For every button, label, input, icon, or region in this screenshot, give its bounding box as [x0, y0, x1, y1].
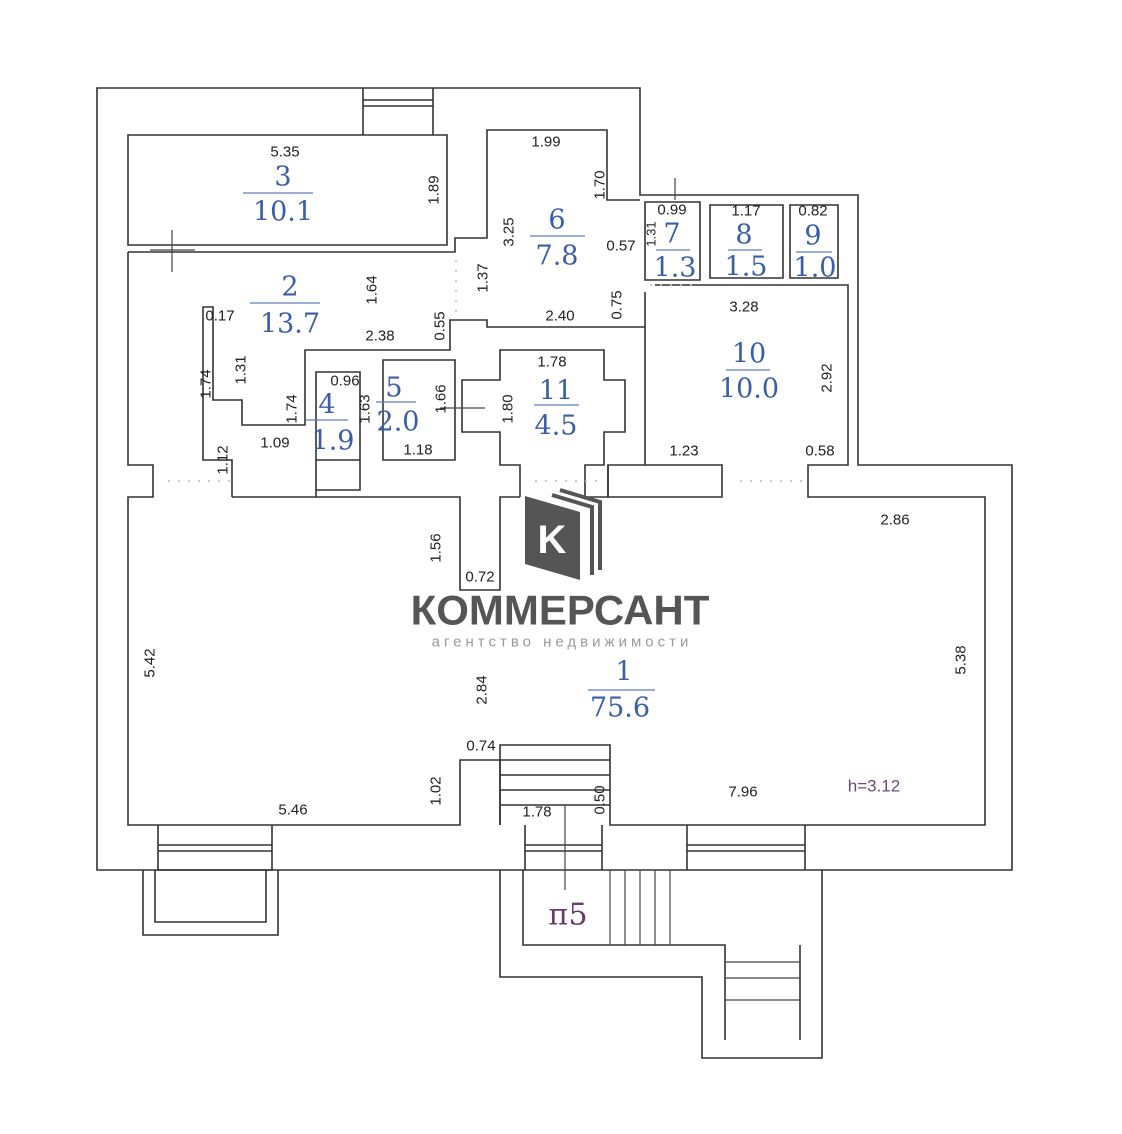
dimension-label: 1.66 — [433, 384, 450, 413]
dimension-label: 0.75 — [609, 290, 626, 319]
dimension-label: 1.31 — [233, 355, 250, 384]
svg-text:9: 9 — [804, 221, 821, 252]
dimension-label: 2.92 — [819, 363, 836, 392]
dimension-label: 1.02 — [428, 776, 445, 805]
room-9-label: 91.0 — [794, 221, 837, 284]
dimension-label: 2.86 — [880, 512, 909, 529]
dimension-label: 0.99 — [657, 202, 686, 219]
svg-text:4: 4 — [318, 390, 335, 421]
dimension-label: 1.63 — [357, 394, 374, 423]
room-8-label: 81.5 — [725, 220, 768, 283]
room-6-label: 67.8 — [530, 205, 585, 272]
stairwell-label: п5 — [548, 898, 587, 933]
dimension-label: 1.31 — [644, 221, 659, 246]
dimension-label: 1.99 — [531, 134, 560, 151]
svg-text:1.9: 1.9 — [312, 426, 355, 457]
svg-text:10.1: 10.1 — [253, 197, 313, 228]
svg-text:4.5: 4.5 — [535, 411, 578, 442]
logo-name: КОММЕРСАНТ — [411, 587, 710, 634]
dimension-label: 1.56 — [428, 533, 445, 562]
svg-text:2: 2 — [281, 272, 298, 303]
room-2-label: 213.7 — [250, 272, 320, 340]
dimension-label: 1.23 — [669, 443, 698, 460]
dimension-label: 1.74 — [284, 394, 301, 423]
dimension-label: 7.96 — [728, 784, 757, 801]
svg-text:K: K — [538, 518, 567, 562]
dimension-label: 0.74 — [466, 738, 495, 755]
dimension-label: 1.12 — [215, 445, 232, 474]
dimension-label: 5.35 — [270, 144, 299, 161]
dimension-label: 0.82 — [798, 203, 827, 220]
svg-text:10: 10 — [732, 339, 766, 370]
dimension-label: 3.28 — [729, 299, 758, 316]
dimension-label: 1.80 — [500, 394, 517, 423]
svg-text:11: 11 — [539, 376, 573, 407]
svg-text:8: 8 — [735, 220, 752, 251]
room-7-label: 71.3 — [654, 219, 697, 284]
dimension-label: 0.57 — [606, 238, 635, 255]
dimension-label: 0.50 — [592, 785, 609, 814]
room-4-label: 41.9 — [306, 390, 354, 457]
svg-text:1.0: 1.0 — [794, 253, 837, 284]
logo-tagline: агентство недвижимости — [432, 634, 693, 651]
walls — [96, 87, 1013, 1059]
dimension-label: 1.09 — [260, 435, 289, 452]
dimension-label: 1.70 — [592, 170, 609, 199]
dimension-label: 0.17 — [205, 308, 234, 325]
svg-text:2.0: 2.0 — [377, 407, 420, 438]
dimension-label: 0.96 — [330, 373, 359, 390]
dimension-label: 5.38 — [953, 645, 970, 674]
svg-text:5: 5 — [385, 373, 402, 404]
dimension-label: 1.17 — [731, 203, 760, 220]
dimension-label: 2.84 — [474, 675, 491, 704]
room-1-label: 175.6 — [588, 657, 655, 724]
svg-text:6: 6 — [548, 205, 565, 236]
dimension-label: 3.25 — [501, 217, 518, 246]
room-labels: 175.6 213.7 310.1 41.9 52.0 67.8 71.3 81… — [243, 162, 836, 724]
svg-text:7: 7 — [663, 219, 680, 250]
svg-text:75.6: 75.6 — [590, 693, 650, 724]
dimension-label: 0.72 — [465, 569, 494, 586]
svg-text:10.0: 10.0 — [719, 374, 779, 405]
dimension-label: 1.18 — [403, 442, 432, 459]
ceiling-height: h=3.12 — [848, 777, 900, 796]
dimension-label: 1.89 — [426, 175, 443, 204]
dimension-label: 1.78 — [537, 354, 566, 371]
svg-text:1.3: 1.3 — [654, 253, 697, 284]
dimension-label: 1.37 — [475, 263, 492, 292]
logo-icon: K — [525, 488, 602, 580]
svg-text:3: 3 — [274, 162, 291, 193]
dimension-label: 5.46 — [278, 802, 307, 819]
room-3-label: 310.1 — [243, 162, 313, 228]
dimension-label: 2.40 — [545, 308, 574, 325]
room-10-label: 10 10.0 — [719, 339, 779, 405]
watermark-logo: K КОММЕРСАНТ агентство недвижимости — [411, 488, 710, 651]
dimension-label: 0.58 — [805, 443, 834, 460]
svg-text:1: 1 — [615, 657, 632, 688]
room-11-label: 114.5 — [534, 376, 579, 442]
dimension-labels: 5.35 1.89 1.99 1.70 3.25 0.57 1.31 0.99 … — [142, 134, 970, 821]
dimension-label: 5.42 — [142, 648, 159, 677]
svg-text:13.7: 13.7 — [260, 309, 320, 340]
room-5-label: 52.0 — [376, 373, 419, 438]
dimension-label: 1.64 — [364, 275, 381, 304]
dimension-label: 1.74 — [198, 369, 215, 398]
svg-text:1.5: 1.5 — [725, 252, 768, 283]
svg-text:7.8: 7.8 — [536, 241, 579, 272]
dimension-label: 2.38 — [365, 328, 394, 345]
dimension-label: 0.55 — [432, 311, 449, 340]
dimension-label: 1.78 — [522, 804, 551, 821]
